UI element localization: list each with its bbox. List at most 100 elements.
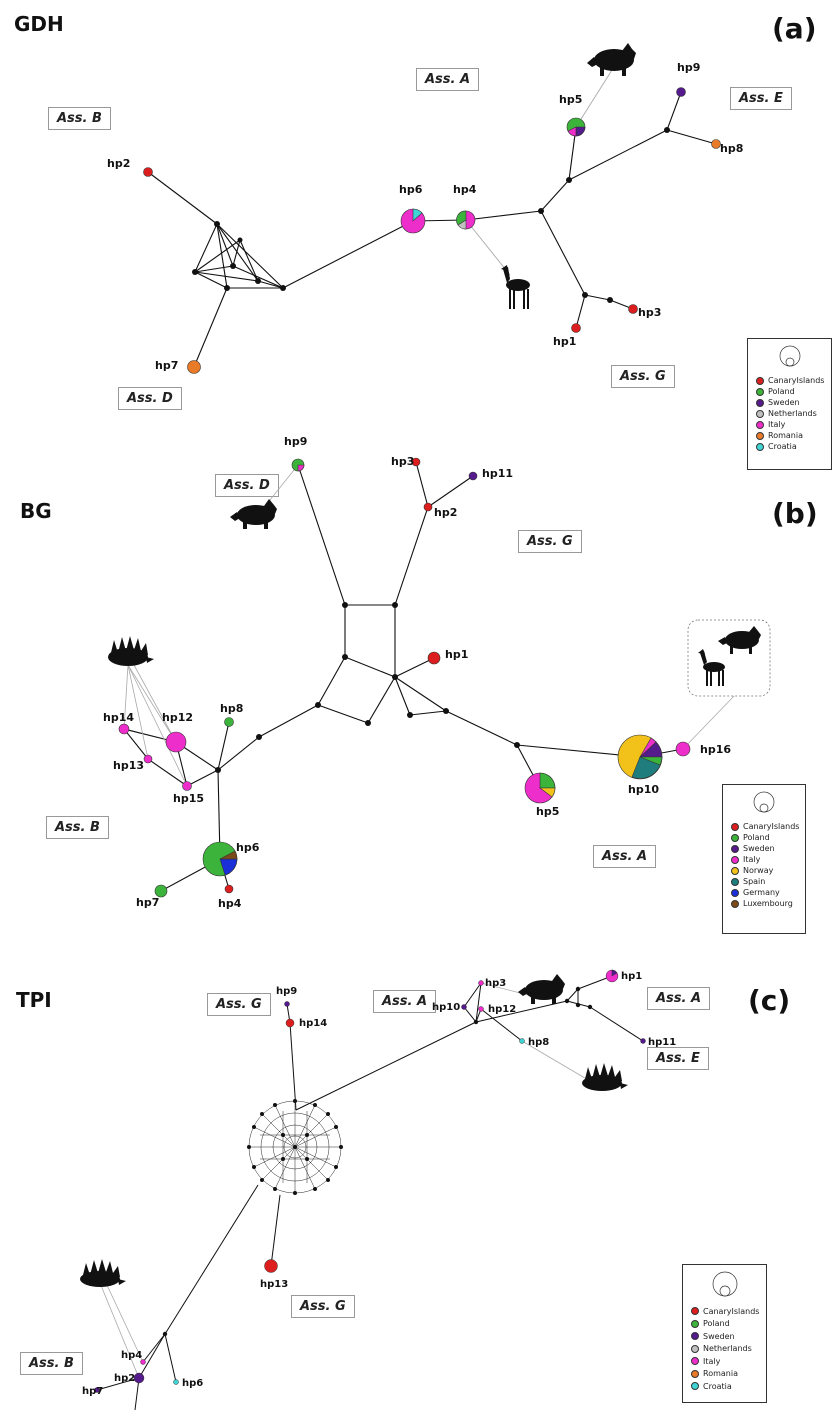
legend-item: Sweden <box>748 397 831 408</box>
legend-item: Poland <box>748 386 831 397</box>
haplotype-node <box>676 87 686 97</box>
haplotype-node <box>224 884 234 894</box>
wild-boar-icon <box>518 974 565 1004</box>
haplotype-network: hp2 hp7 hp6 hp4 hp5 hp9 hp8 hp3 hp1 <box>107 43 743 374</box>
haplotype-label: hp15 <box>173 792 204 805</box>
legend-item: Sweden <box>723 843 805 854</box>
assemblage-label: Ass. G <box>518 530 582 553</box>
haplotype-label: hp11 <box>648 1037 676 1048</box>
roe-deer-icon <box>501 265 530 309</box>
assemblage-label: Ass. E <box>730 87 792 110</box>
haplotype-label: hp10 <box>432 1002 460 1013</box>
legend-item: Germany <box>723 887 805 898</box>
legend-item: Poland <box>723 832 805 843</box>
assemblage-label: Ass. E <box>647 1047 709 1070</box>
haplotype-label: hp7 <box>136 896 159 909</box>
legend-item: Romania <box>748 430 831 441</box>
legend-item: CanaryIslands <box>748 375 831 386</box>
assemblage-label: Ass. A <box>373 990 437 1013</box>
haplotype-label: hp3 <box>638 306 661 319</box>
size-scale-icon <box>753 791 775 813</box>
haplotype-node <box>224 717 234 727</box>
haplotype-node <box>173 1379 179 1385</box>
haplotype-label: hp4 <box>218 897 242 910</box>
size-scale-icon <box>712 1271 737 1297</box>
haplotype-node <box>461 1004 467 1010</box>
legend-item: Sweden <box>683 1330 766 1343</box>
haplotype-node <box>478 1006 484 1012</box>
legend-item: Croatia <box>748 441 831 452</box>
haplotype-network: hp9 hp14 hp3 hp10 hp12 hp8 hp1 hp11 hp13… <box>80 969 676 1410</box>
haplotype-label: hp6 <box>399 183 423 196</box>
haplotype-node <box>468 471 478 481</box>
legend-item: Romania <box>683 1368 766 1381</box>
haplotype-label: hp9 <box>276 986 297 997</box>
haplotype-node <box>143 754 153 764</box>
haplotype-label: hp14 <box>103 711 134 724</box>
haplotype-node <box>284 1001 290 1007</box>
haplotype-node <box>118 723 130 735</box>
haplotype-label: hp13 <box>260 1279 288 1290</box>
haplotype-label: hp11 <box>482 467 513 480</box>
legend-item: Norway <box>723 865 805 876</box>
haplotype-node <box>571 323 581 333</box>
haplotype-label: hp5 <box>559 93 582 106</box>
haplotype-label: hp4 <box>121 1350 142 1361</box>
haplotype-node <box>519 1038 525 1044</box>
haplotype-label: hp1 <box>445 648 468 661</box>
assemblage-label: Ass. A <box>593 845 657 868</box>
assemblage-label: Ass. D <box>215 474 279 497</box>
haplotype-node <box>133 1372 145 1384</box>
roe-deer-icon <box>698 649 725 686</box>
legend: CanaryIslands Poland Sweden Netherlands … <box>682 1264 767 1403</box>
panel-tpi: TPI (c) Ass. G Ass. A Ass. A Ass. E Ass.… <box>0 935 840 1410</box>
legend: CanaryIslands Poland Sweden Italy Norway… <box>722 784 806 934</box>
haplotype-node <box>478 980 484 986</box>
gene-title: TPI <box>16 988 52 1012</box>
haplotype-label: hp1 <box>621 971 642 982</box>
haplotype-node <box>187 360 201 374</box>
haplotype-node <box>427 651 441 665</box>
haplotype-label: hp7 <box>155 359 178 372</box>
legend-item: CanaryIslands <box>683 1305 766 1318</box>
legend-item: Netherlands <box>683 1343 766 1356</box>
haplotype-label: hp14 <box>299 1018 327 1029</box>
wild-boar-icon <box>230 499 277 529</box>
size-scale-icon <box>779 345 800 367</box>
haplotype-label: hp9 <box>677 61 700 74</box>
wild-boar-icon <box>718 626 761 654</box>
haplotype-label: hp12 <box>162 711 193 724</box>
haplotype-label: hp2 <box>114 1373 135 1384</box>
haplotype-label: hp7 <box>82 1386 103 1397</box>
assemblage-label: Ass. D <box>118 387 182 410</box>
haplotype-label: hp16 <box>700 743 731 756</box>
haplotype-label: hp1 <box>553 335 576 348</box>
legend-item: Luxembourg <box>723 898 805 909</box>
panel-letter: (c) <box>748 984 791 1017</box>
porcupine-icon <box>108 636 154 666</box>
haplotype-node <box>264 1259 278 1273</box>
haplotype-label: hp10 <box>628 783 659 796</box>
legend-item: Italy <box>723 854 805 865</box>
gene-title: GDH <box>14 12 64 36</box>
haplotype-node <box>154 884 168 898</box>
haplotype-node <box>411 457 421 467</box>
haplotype-label: hp13 <box>113 759 144 772</box>
haplotype-label: hp3 <box>485 978 506 989</box>
assemblage-label: Ass. B <box>48 107 111 130</box>
haplotype-node <box>628 304 638 314</box>
haplotype-label: hp4 <box>453 183 477 196</box>
assemblage-label: Ass. B <box>46 816 109 839</box>
haplotype-network: hp3 hp11 hp9 hp2 hp1 hp14 hp12 hp8 hp13 … <box>103 435 771 910</box>
haplotype-node <box>675 741 691 757</box>
haplotype-node <box>94 1387 100 1393</box>
legend-item: Netherlands <box>748 408 831 419</box>
assemblage-label: Ass. B <box>20 1352 83 1375</box>
legend-item: Italy <box>748 419 831 430</box>
legend-item: Italy <box>683 1355 766 1368</box>
haplotype-node <box>640 1038 646 1044</box>
assemblage-label: Ass. A <box>647 987 711 1010</box>
haplotype-label: hp9 <box>284 435 307 448</box>
assemblage-label: Ass. G <box>611 365 675 388</box>
porcupine-icon <box>582 1063 628 1091</box>
